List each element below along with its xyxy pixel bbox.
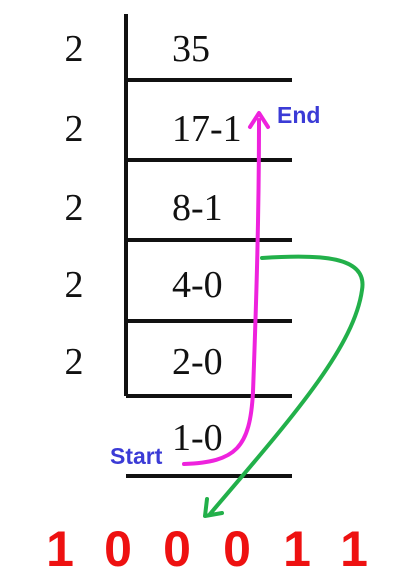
divisor-label: 2 (65, 264, 84, 306)
divisor-label: 2 (65, 187, 84, 229)
end-label: End (277, 102, 320, 128)
magenta-arrow-head-icon (248, 111, 270, 129)
result-digit: 0 (163, 521, 191, 577)
divisor-label: 2 (65, 28, 84, 70)
start-label: Start (110, 443, 163, 469)
magenta-arrow-line (182, 118, 261, 466)
result-digit: 1 (46, 521, 74, 577)
result-digit: 1 (340, 521, 368, 577)
quotient-value: 2-0 (172, 341, 223, 383)
quotient-value: 35 (172, 28, 210, 70)
result-digit: 0 (104, 521, 132, 577)
divisor-label: 2 (65, 108, 84, 150)
green-arrow-line (208, 254, 365, 516)
green-arrow-head-icon (203, 497, 224, 518)
result-digit: 1 (283, 521, 311, 577)
quotient-value: 4-0 (172, 264, 223, 306)
divisor-label: 2 (65, 341, 84, 383)
quotient-value: 1-0 (172, 417, 223, 459)
quotient-value: 17-1 (172, 108, 242, 150)
quotient-value: 8-1 (172, 187, 223, 229)
result-digit: 0 (223, 521, 251, 577)
